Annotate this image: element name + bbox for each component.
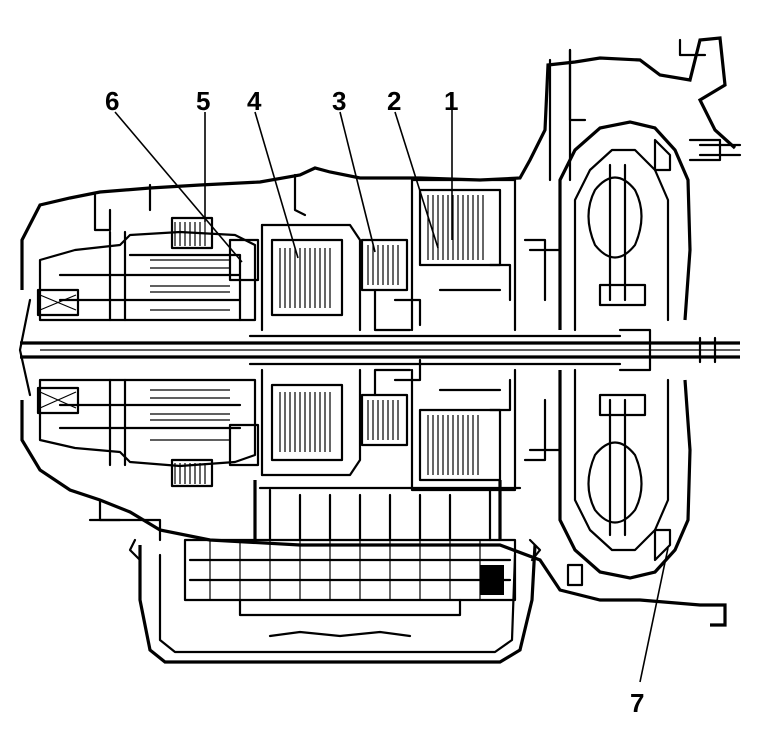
callout-1: 1 — [444, 86, 458, 116]
callout-6: 6 — [105, 86, 119, 116]
callout-4: 4 — [247, 86, 262, 116]
clutch-pack-3 — [360, 238, 422, 447]
callout-3: 3 — [332, 86, 346, 116]
callout-labels: 1 2 3 4 5 6 7 — [105, 86, 644, 718]
leader-6 — [114, 111, 243, 263]
leader-4 — [254, 111, 299, 259]
valve-body — [183, 538, 517, 617]
clutch-pack-1-2 — [410, 178, 517, 492]
callout-7: 7 — [630, 688, 644, 718]
leader-7 — [639, 547, 669, 683]
rear-planetary-upper — [36, 216, 260, 322]
rear-planetary-lower — [36, 378, 260, 488]
callout-5: 5 — [196, 86, 210, 116]
case-ribs — [253, 480, 522, 542]
oil-pan — [128, 538, 542, 664]
leader-3 — [339, 111, 376, 253]
torque-converter — [523, 48, 742, 587]
transmission-housing — [18, 36, 737, 627]
leader-lines — [114, 110, 669, 683]
clutch-pack-4 — [260, 223, 362, 477]
leader-2 — [394, 111, 439, 249]
callout-2: 2 — [387, 86, 401, 116]
main-shaft — [20, 328, 740, 372]
